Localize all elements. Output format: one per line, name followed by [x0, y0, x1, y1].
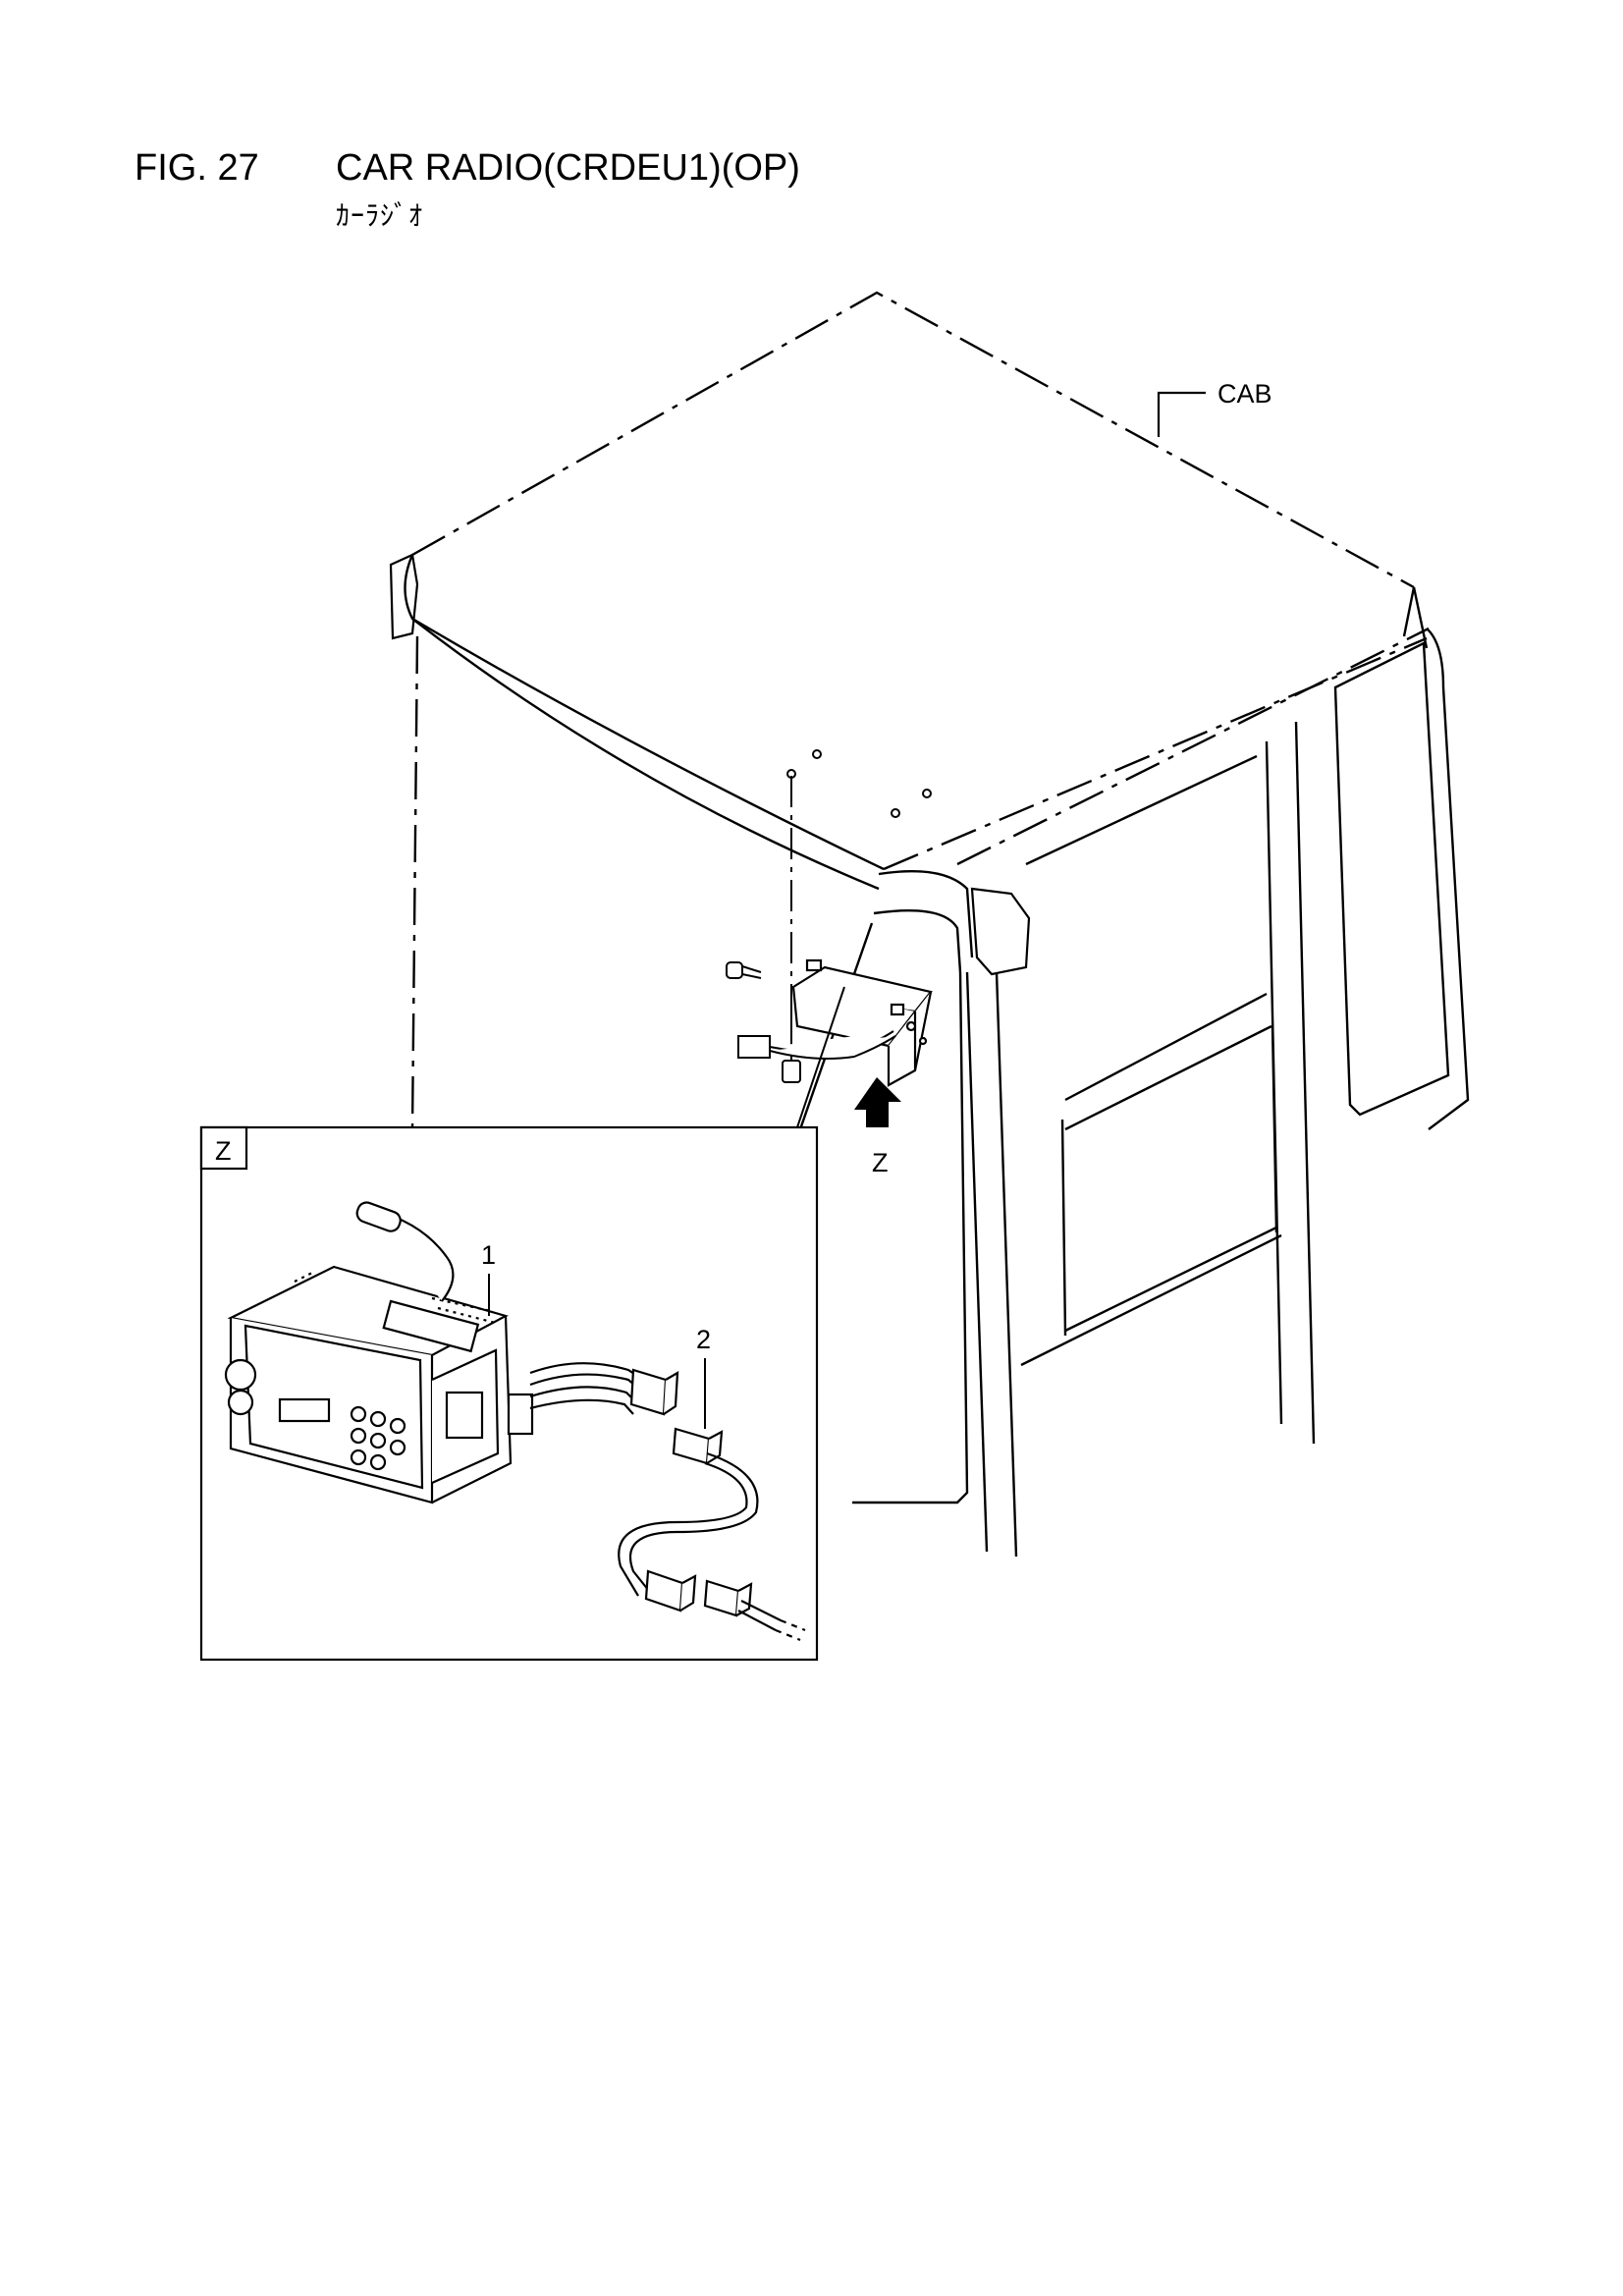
- callout-leaders: [488, 1274, 706, 1429]
- figure-subtitle-japanese: ｶｰﾗｼﾞｵ: [336, 200, 424, 231]
- screw: [726, 961, 762, 979]
- cab-outline: [389, 291, 1470, 1558]
- view-z-arrow: [854, 1077, 901, 1127]
- cab-label: CAB: [1217, 379, 1272, 409]
- vehicle-side-connector: [703, 1579, 806, 1642]
- detail-leader-line: [796, 986, 845, 1128]
- view-z-label: Z: [872, 1148, 889, 1177]
- harness-connector-small: [737, 1030, 896, 1060]
- detail-view-z-label: Z: [215, 1136, 232, 1166]
- car-radio-unit: [224, 1265, 534, 1504]
- radio-mounting-bracket: [791, 958, 933, 1087]
- callout-1: 1: [481, 1240, 496, 1270]
- callout-2: 2: [696, 1325, 711, 1354]
- cab-leader: [1157, 391, 1206, 437]
- extension-harness: [618, 1427, 759, 1613]
- roof-mount-holes: [786, 749, 932, 818]
- figure-number: FIG. 27: [135, 147, 259, 189]
- radio-connector-male: [629, 1368, 679, 1416]
- radio-wire-harness: [529, 1362, 644, 1415]
- figure-title: CAR RADIO(CRDEU1)(OP): [336, 147, 800, 189]
- antenna-lead: [355, 1201, 455, 1302]
